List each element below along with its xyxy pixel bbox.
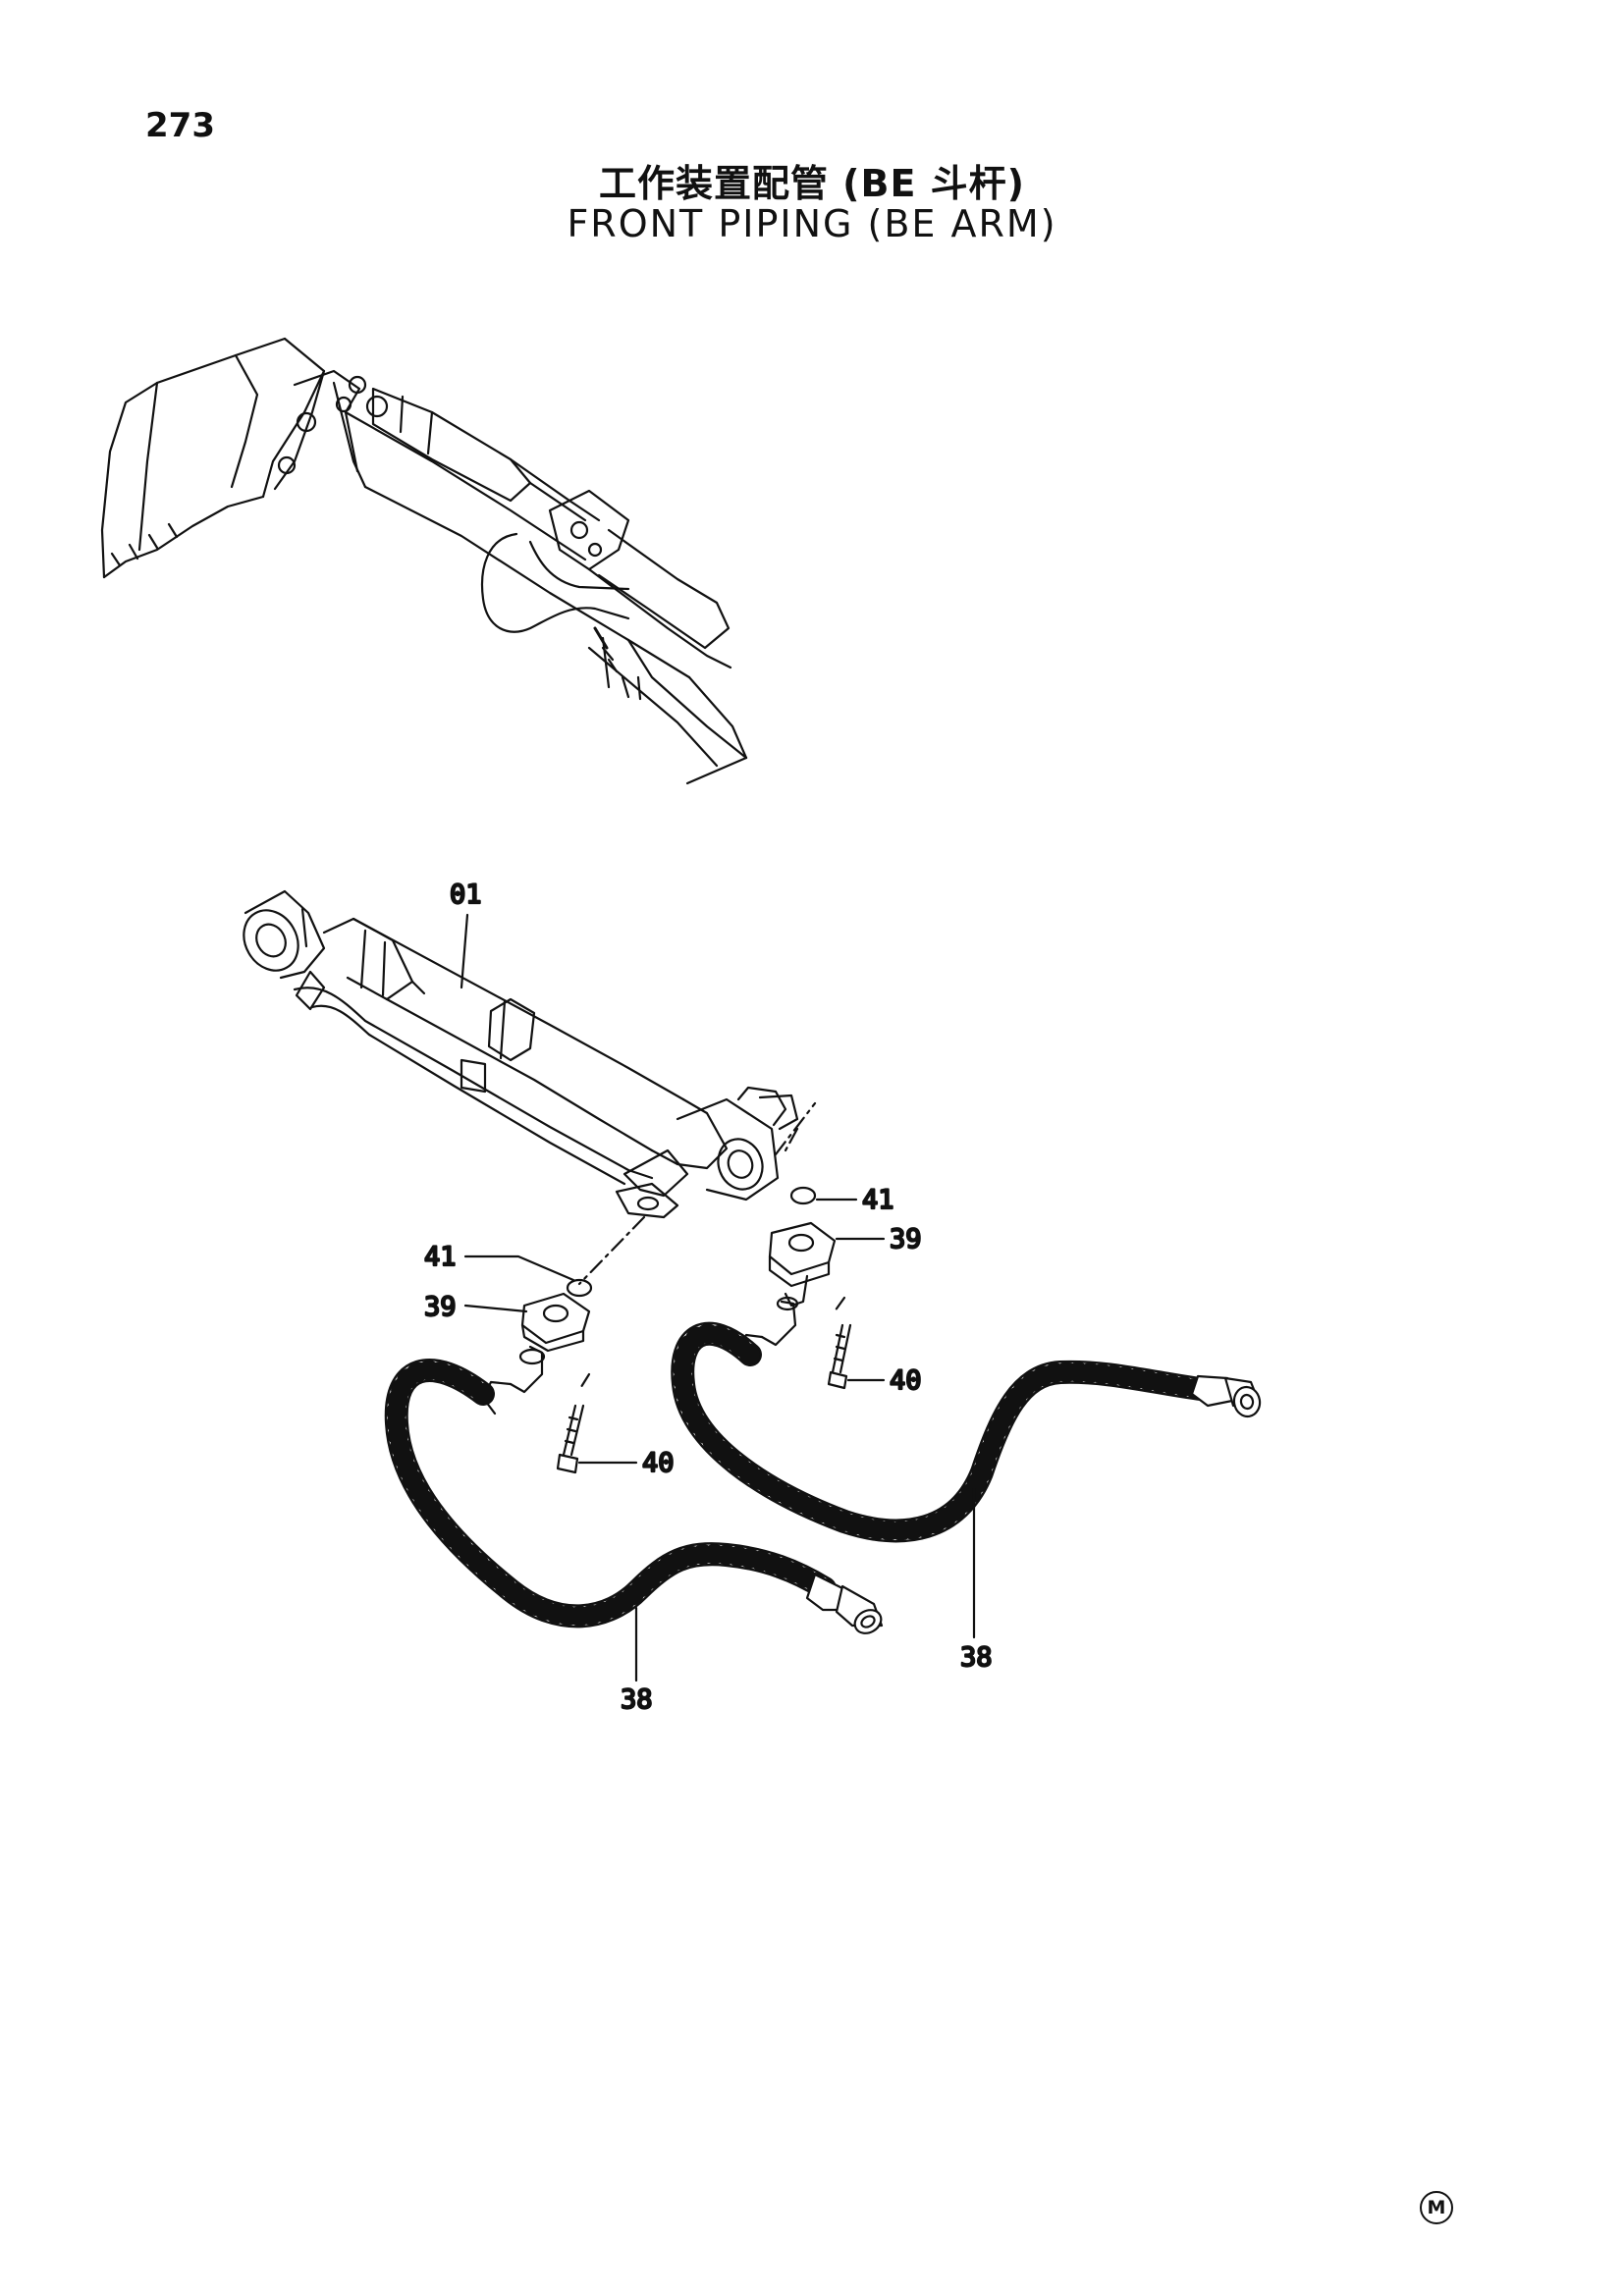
hose-right [671,1321,1219,1543]
exploded-parts-illustration [243,889,1262,1682]
page-title-chinese: 工作装置配管 (BE 斗杆) [598,162,1026,205]
callout-arm-cylinder: 01 [450,880,482,910]
callout-hose-left: 38 [621,1684,653,1715]
callout-flange-left: 39 [424,1292,457,1322]
callout-flange-right: 39 [890,1224,922,1255]
callout-hose-right: 38 [960,1642,993,1673]
callout-oring-right: 41 [862,1185,894,1215]
callout-bolt-right: 40 [890,1365,922,1396]
manufacturer-mark: M [1420,2191,1453,2224]
page-title-english: FRONT PIPING (BE ARM) [567,202,1057,245]
callout-oring-left: 41 [424,1242,457,1272]
page-number: 273 [145,106,215,145]
callout-bolt-left: 40 [642,1448,675,1478]
arm-overview-illustration [100,337,748,785]
